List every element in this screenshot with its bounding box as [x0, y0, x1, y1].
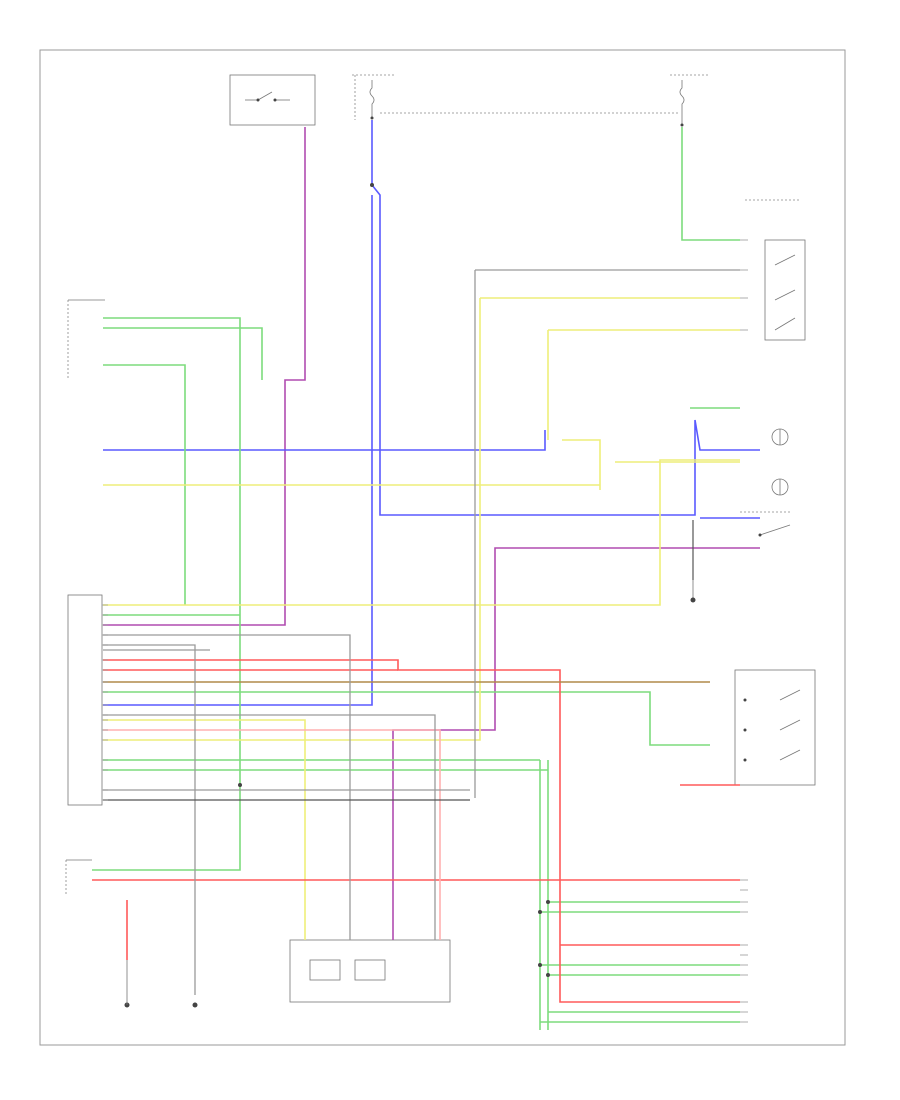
wire-pink [103, 729, 441, 940]
wire-gray [103, 269, 740, 995]
diagram-border [39, 49, 846, 1046]
right-connector-pins [740, 239, 748, 1023]
cruise-control-switch [734, 669, 816, 786]
engine-control-module-connector [67, 594, 103, 806]
ground-point-right [690, 580, 696, 603]
wire-violet [103, 127, 760, 940]
cruise-control-unit [289, 939, 451, 1003]
wire-blue [103, 120, 760, 706]
wire-red [92, 659, 740, 1003]
splice-points [238, 183, 550, 977]
ecm-pin-ticks [102, 604, 108, 801]
ignition-switch-block [229, 74, 316, 126]
traction-control-switch [745, 199, 806, 341]
vehicle-speed-sensor [65, 859, 92, 895]
transmission-control-module-top [67, 299, 105, 380]
wire-black [103, 520, 694, 801]
fuse-block-right [670, 74, 710, 127]
fuse-block-center [352, 74, 680, 120]
wire-yellow [103, 297, 740, 940]
brake-switch [740, 511, 791, 537]
ground-points-bottom [124, 960, 198, 1008]
indicator-lamps [771, 428, 789, 496]
wire-green [92, 127, 740, 1030]
